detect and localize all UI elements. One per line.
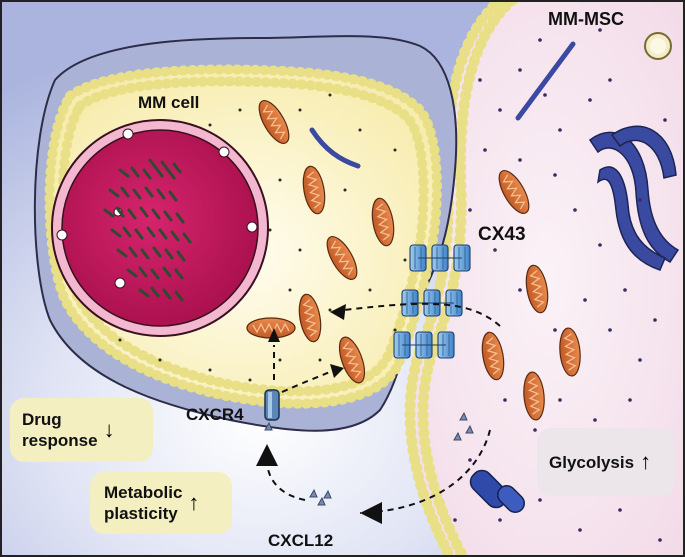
arrow-cxcl12-to-cxcr4 (266, 461, 306, 501)
arrow-up-icon: ↑ (188, 490, 200, 515)
cx43-channel-top (409, 244, 471, 272)
drug-response-line1: Drug (22, 410, 62, 429)
cxcr4-receptor (264, 389, 280, 421)
mm-filament (309, 127, 361, 169)
cxcr4-label: CXCR4 (186, 405, 244, 424)
metabolic-plasticity-text: Metabolic plasticity (104, 482, 182, 524)
msc-vesicle (644, 32, 672, 60)
cx43-channels (393, 244, 471, 359)
drug-response-line2: response (22, 431, 98, 450)
cx43-label: CX43 (478, 224, 526, 245)
arrow-down-icon: ↓ (103, 417, 115, 442)
metabolic-plasticity-box: Metabolic plasticity ↑ (90, 472, 232, 534)
nucleus (51, 119, 269, 337)
msc-dots (453, 28, 672, 542)
cx43-channel-mid (401, 289, 463, 317)
metabolic-plasticity-line2: plasticity (104, 504, 178, 523)
cxcl12-molecules (264, 411, 474, 506)
golgi-apparatus (588, 125, 680, 271)
mm-msc-label: MM-MSC (548, 9, 624, 29)
arrow-msc-to-mm-mito (343, 302, 501, 327)
arrowheads (256, 304, 382, 524)
msc-filament (515, 41, 576, 121)
arrow-cxcr4-to-mito-right (281, 371, 331, 393)
chromatin (103, 158, 192, 302)
msc-cylinder-organelle (469, 469, 525, 513)
drug-response-text: Drug response (22, 409, 98, 451)
drug-response-box: Drug response ↓ (10, 398, 153, 462)
cx43-channel-bottom (393, 331, 455, 359)
mm-cell-label: MM cell (138, 93, 200, 112)
glycolysis-text: Glycolysis (549, 452, 635, 472)
cxcl12-label: CXCL12 (268, 531, 334, 550)
metabolic-plasticity-line1: Metabolic (104, 483, 183, 502)
arrow-cxcl12-loop (359, 429, 491, 514)
glycolysis-box: Glycolysis ↑ (537, 428, 675, 496)
flow-arrows (266, 302, 501, 514)
arrow-up-icon: ↑ (640, 449, 652, 474)
